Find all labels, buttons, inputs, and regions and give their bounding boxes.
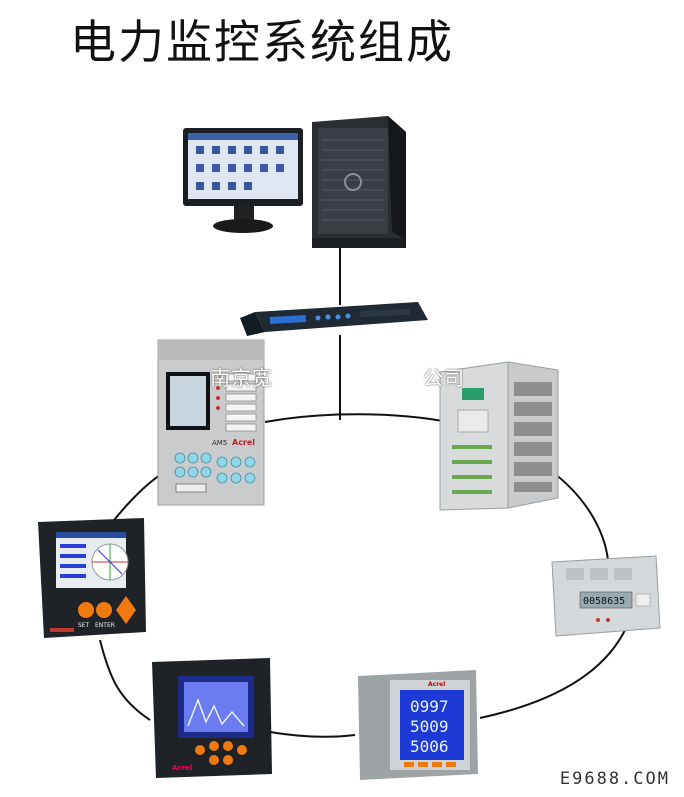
panel-meter-reading-1: 0997 xyxy=(410,697,449,716)
energy-meter-reading: 0058635 xyxy=(583,596,625,607)
protection-relay-device: AM5 Acrel xyxy=(157,339,265,506)
page-title: 电力监控系统组成 xyxy=(70,15,454,69)
site-label: E9688.COM xyxy=(559,769,670,789)
power-meter-device: SET ENTER xyxy=(38,518,146,638)
switchgear-cabinet-icon xyxy=(439,361,559,511)
ring-left-lower xyxy=(99,639,151,721)
energy-meter-device: 0058635 xyxy=(551,555,661,637)
relay-brand-label: Acrel xyxy=(232,438,255,447)
tower-server-icon xyxy=(312,116,406,248)
relay-model-label: AM5 xyxy=(212,439,227,447)
monitor-icon xyxy=(183,128,303,233)
ring-bottom xyxy=(269,731,356,738)
panel-meter-reading-2: 5009 xyxy=(410,717,449,736)
enter-button-label: ENTER xyxy=(95,622,115,629)
set-button-label: SET xyxy=(78,622,90,629)
watermark-text: 南京宽公司 xyxy=(210,366,465,390)
color-meter-device: Acrel xyxy=(152,658,272,778)
panel-meter-device: 0997 5009 5006 Acrel xyxy=(358,670,478,780)
ring-right-lower xyxy=(479,629,626,719)
ring-right-upper xyxy=(549,469,609,561)
panel-meter-reading-3: 5006 xyxy=(410,737,449,756)
panel-meter-brand: Acrel xyxy=(428,681,445,688)
network-switch-icon xyxy=(240,302,428,336)
color-meter-brand: Acrel xyxy=(172,764,192,772)
